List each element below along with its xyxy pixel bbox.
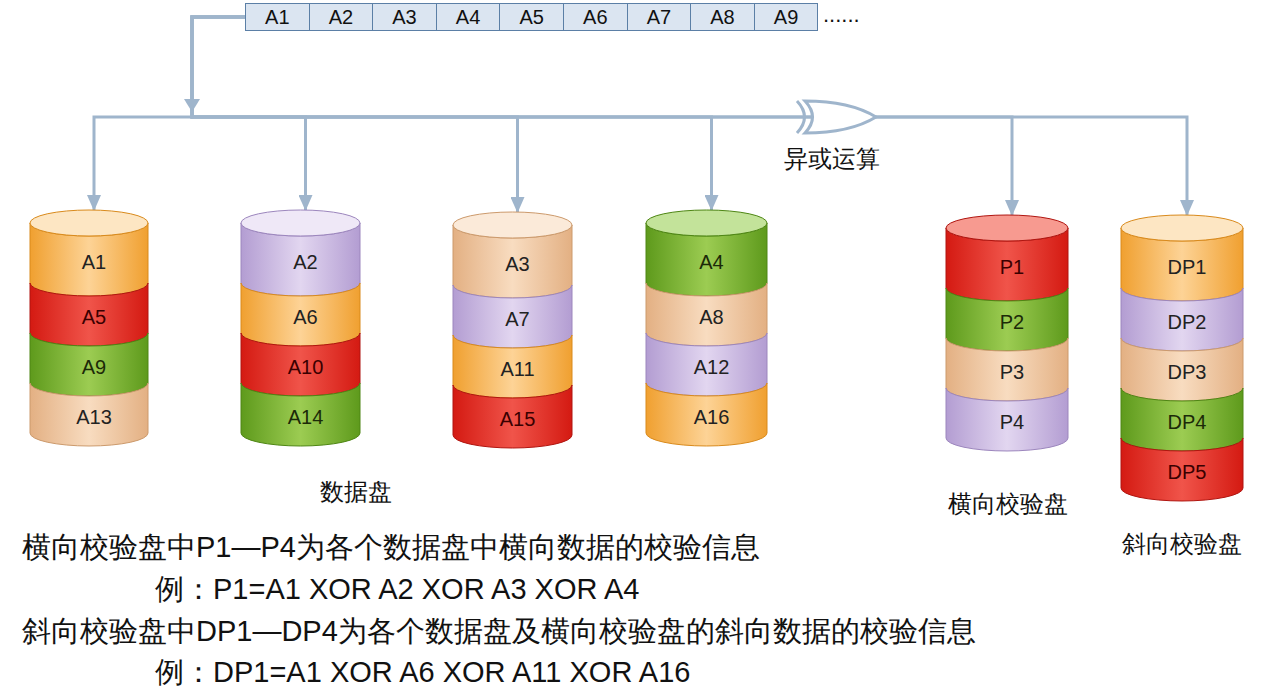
- stripe-cell: A8: [690, 3, 755, 31]
- xor-gate-symbol: [805, 101, 876, 133]
- block-label: A13: [30, 405, 158, 429]
- block-label: A3: [453, 252, 582, 276]
- cell-label: A8: [710, 5, 734, 29]
- cell-label: A1: [265, 5, 289, 29]
- disk-segment: A12: [646, 320, 777, 396]
- disk-segment: A9: [30, 320, 158, 396]
- disk-segment: A15: [453, 372, 582, 448]
- block-label: A2: [241, 250, 370, 274]
- disk-label: 横向校验盘: [948, 490, 1068, 518]
- block-label: P3: [946, 360, 1078, 384]
- stripe-cell: A5: [499, 3, 564, 31]
- note-text: 斜向校验盘中DP1—DP4为各个数据盘及横向校验盘的斜向数据的校验信息: [22, 615, 976, 648]
- block-label: A10: [241, 355, 370, 379]
- data-arrow: [192, 17, 518, 212]
- block-label: A1: [30, 250, 158, 274]
- cell-label: A2: [329, 5, 353, 29]
- xor-gate-back: [797, 101, 805, 133]
- block-label: A6: [241, 305, 370, 329]
- block-label: P1: [946, 255, 1078, 279]
- stripe-cell: A4: [436, 3, 501, 31]
- stripe-cell: A7: [627, 3, 692, 31]
- cell-label: A5: [519, 5, 543, 29]
- block-label: P4: [946, 410, 1078, 434]
- stripe-cell: A1: [245, 3, 310, 31]
- note-text: 例：DP1=A1 XOR A6 XOR A11 XOR A16: [155, 656, 690, 689]
- block-label: DP3: [1121, 360, 1253, 384]
- gate-label: 异或运算: [784, 145, 880, 173]
- block-label: A5: [30, 305, 158, 329]
- disk-segment: A10: [241, 320, 370, 396]
- disk-segment: A4: [646, 210, 777, 296]
- cell-label: A9: [774, 5, 798, 29]
- bus-arrowhead: [184, 99, 200, 112]
- disk-segment: P2: [946, 275, 1078, 351]
- disk-cap: [453, 212, 572, 238]
- disk-segment: A3: [453, 212, 582, 298]
- data-arrow: [192, 17, 306, 210]
- block-label: DP1: [1121, 255, 1253, 279]
- disk-cap: [30, 210, 148, 236]
- disk-segment: A14: [241, 370, 370, 446]
- data-arrow: [94, 17, 245, 210]
- disk-segment: DP5: [1121, 425, 1253, 501]
- disk-segment: A1: [30, 210, 158, 296]
- data-arrow: [192, 17, 712, 210]
- disk-segment: A16: [646, 370, 777, 446]
- disk-segment: A2: [241, 210, 370, 296]
- cell-label: A7: [647, 5, 671, 29]
- cell-label: A3: [392, 5, 416, 29]
- stripe-cell: A6: [563, 3, 628, 31]
- block-label: A7: [453, 307, 582, 331]
- stripe-cell: A2: [309, 3, 374, 31]
- block-label: DP5: [1121, 460, 1253, 484]
- block-label: A11: [453, 357, 582, 381]
- disk-segment: DP4: [1121, 375, 1253, 451]
- data-arrow: [192, 17, 1187, 215]
- note-text: 例：P1=A1 XOR A2 XOR A3 XOR A4: [155, 573, 639, 606]
- cell-label: A4: [456, 5, 480, 29]
- disk-segment: P1: [946, 215, 1078, 301]
- block-label: A4: [646, 250, 777, 274]
- block-label: DP4: [1121, 410, 1253, 434]
- disk-segment: DP1: [1121, 215, 1253, 301]
- disk-label: 斜向校验盘: [1122, 530, 1242, 558]
- disk-segment: A13: [30, 370, 158, 446]
- disk-segment: P4: [946, 375, 1078, 451]
- disk-cap: [1121, 215, 1243, 241]
- block-label: A16: [646, 405, 777, 429]
- disk-group-label: 数据盘: [320, 478, 392, 506]
- stripe-cell: A9: [754, 3, 819, 31]
- block-label: A9: [30, 355, 158, 379]
- disk-cap: [241, 210, 360, 236]
- disk-cap: [946, 215, 1068, 241]
- block-label: A12: [646, 355, 777, 379]
- cell-label: A6: [583, 5, 607, 29]
- note-text: 横向校验盘中P1—P4为各个数据盘中横向数据的校验信息: [22, 531, 760, 564]
- disk-cap: [646, 210, 767, 236]
- block-label: A8: [646, 305, 777, 329]
- disk-segment: DP2: [1121, 275, 1253, 351]
- continuation-dots: ......: [823, 2, 860, 27]
- disk-segment: A11: [453, 322, 582, 398]
- block-label: P2: [946, 310, 1078, 334]
- disk-segment: DP3: [1121, 325, 1253, 401]
- disk-segment: A5: [30, 270, 158, 346]
- block-label: A15: [453, 407, 582, 431]
- disk-segment: A8: [646, 270, 777, 346]
- block-label: A14: [241, 405, 370, 429]
- disk-segment: A7: [453, 272, 582, 348]
- stripe-cell: A3: [372, 3, 437, 31]
- disk-segment: P3: [946, 325, 1078, 401]
- block-label: DP2: [1121, 310, 1253, 334]
- disk-segment: A6: [241, 270, 370, 346]
